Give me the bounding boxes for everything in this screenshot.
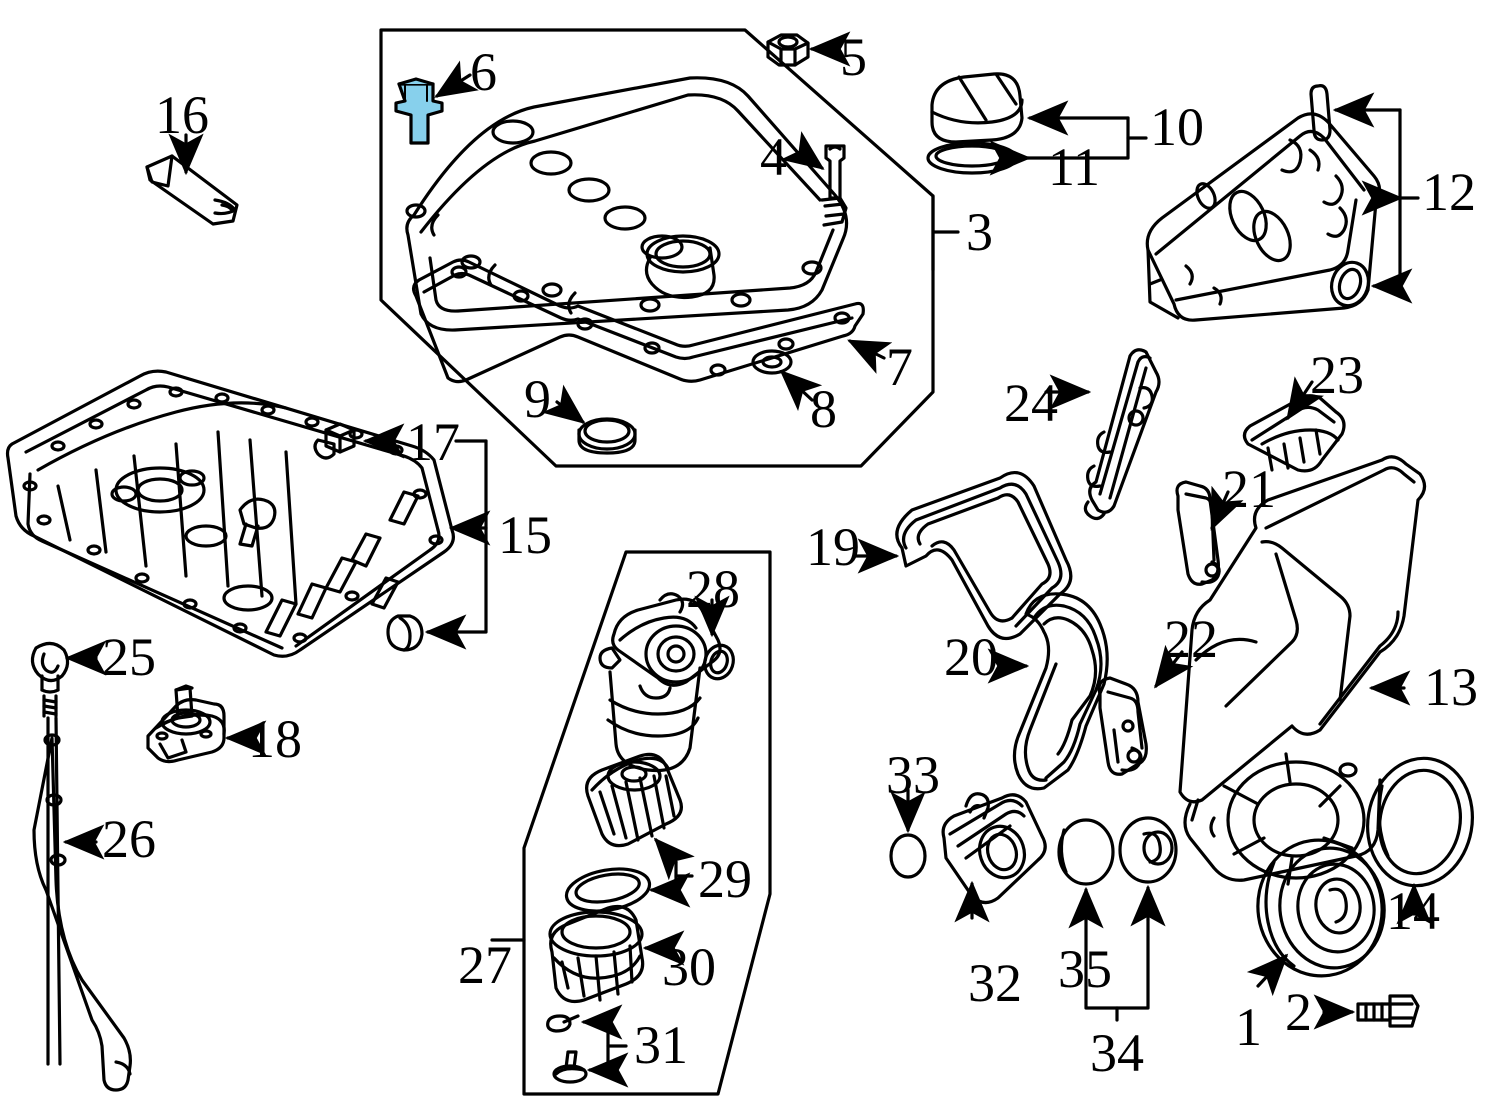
callout-label-18: 18 xyxy=(248,709,302,769)
oil-pan-15 xyxy=(5,369,455,658)
core-plug-35 xyxy=(1057,818,1115,886)
oil-filler-cap-10 xyxy=(930,72,1024,144)
spark-plug-seal-8 xyxy=(751,349,793,375)
oil-filter-drain-valve-31 xyxy=(546,1014,588,1084)
primary-timing-chain-19 xyxy=(895,470,1073,641)
dipstick-tube-26 xyxy=(32,736,132,1092)
oil-filter-housing xyxy=(598,592,722,773)
callout-label-20: 20 xyxy=(944,627,998,687)
oil-filter-element-29 xyxy=(585,752,683,848)
callout-label-11: 11 xyxy=(1048,137,1100,197)
crankshaft-pulley-bolt-2 xyxy=(1356,994,1420,1028)
oil-filter-cap-30 xyxy=(548,904,645,1004)
callout-label-25: 25 xyxy=(102,627,156,687)
upper-timing-cover-12 xyxy=(1145,112,1382,322)
callout-label-5: 5 xyxy=(840,27,867,87)
oil-filler-cap-seal-11 xyxy=(926,141,1018,175)
core-plug-with-hole-34b xyxy=(1118,816,1178,884)
callout-label-8: 8 xyxy=(810,379,837,439)
callout-label-28: 28 xyxy=(686,559,740,619)
timing-cover-oring-12b xyxy=(1329,260,1371,308)
crankshaft-pulley-1 xyxy=(1256,838,1386,978)
core-plug-17b xyxy=(386,614,424,652)
oil-filter-housing-oring-28 xyxy=(703,643,735,681)
oil-filter-assembly-box xyxy=(522,550,772,1096)
callout-label-31: 31 xyxy=(634,1015,688,1075)
callout-label-10: 10 xyxy=(1150,97,1204,157)
valve-cover-body xyxy=(405,76,849,332)
nut-5 xyxy=(766,33,810,67)
callout-label-6: 6 xyxy=(470,42,497,102)
callout-label-22: 22 xyxy=(1164,609,1218,669)
callout-label-35: 35 xyxy=(1058,939,1112,999)
crankshaft-front-seal-14 xyxy=(1365,756,1475,888)
oil-level-sensor-18 xyxy=(146,684,226,764)
callout-label-12: 12 xyxy=(1422,162,1476,222)
callout-label-15: 15 xyxy=(498,505,552,565)
oil-drain-plug-17 xyxy=(313,422,356,460)
callout-label-19: 19 xyxy=(806,517,860,577)
oil-dipstick-25 xyxy=(30,641,70,1066)
callout-label-26: 26 xyxy=(102,809,156,869)
chain-guide-rail-24 xyxy=(1083,348,1161,521)
secondary-timing-chain-20 xyxy=(1012,592,1109,791)
callout-label-32: 32 xyxy=(968,953,1022,1013)
callout-label-34: 34 xyxy=(1090,1023,1144,1083)
callout-label-27: 27 xyxy=(458,935,512,995)
chain-tensioner-arm-22 xyxy=(1097,676,1148,776)
oil-cooler-32 xyxy=(941,792,1047,905)
callout-label-4: 4 xyxy=(760,127,787,187)
oil-filler-grommet-9 xyxy=(577,417,637,455)
callout-label-1: 1 xyxy=(1235,997,1262,1057)
callout-label-30: 30 xyxy=(662,937,716,997)
sealant-tube-16 xyxy=(145,154,239,226)
oil-cooler-seal-33 xyxy=(889,833,927,879)
callout-label-17: 17 xyxy=(406,412,460,472)
callout-label-33: 33 xyxy=(886,745,940,805)
callout-label-13: 13 xyxy=(1424,657,1478,717)
callout-label-29: 29 xyxy=(698,849,752,909)
callout-label-16: 16 xyxy=(155,85,209,145)
valve-cover-gasket-7 xyxy=(412,258,865,384)
callout-label-9: 9 xyxy=(524,369,551,429)
chain-guide-upper-21 xyxy=(1175,480,1221,586)
callout-label-21: 21 xyxy=(1222,459,1276,519)
callout-label-14: 14 xyxy=(1386,881,1440,941)
callout-label-24: 24 xyxy=(1004,373,1058,433)
valve-cover-assembly-box xyxy=(379,28,935,468)
callout-label-3: 3 xyxy=(966,202,993,262)
timing-cover-dowel-12c xyxy=(1309,84,1332,142)
callout-label-23: 23 xyxy=(1310,345,1364,405)
callout-label-2: 2 xyxy=(1285,982,1312,1042)
valve-cover-flange-bolt-6 xyxy=(394,77,444,145)
callout-label-7: 7 xyxy=(886,337,913,397)
lower-timing-cover-13 xyxy=(1178,455,1427,886)
